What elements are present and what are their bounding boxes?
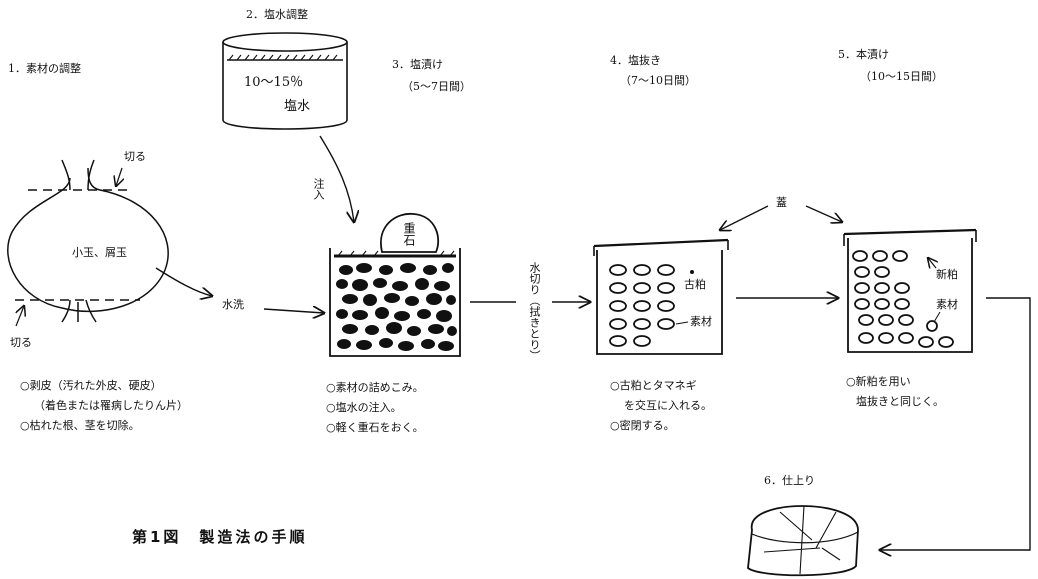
material-label-step4: 素材 [690, 315, 712, 329]
step4-title: 4．塩抜き [610, 54, 661, 68]
material-4-leader [676, 322, 688, 324]
step3-note-1: ○素材の詰めこみ。 [326, 378, 424, 398]
onion-drawing [8, 160, 168, 322]
step4-note-1: ○古粕とタマネギ [610, 376, 712, 396]
weight-label: 重石 [402, 222, 416, 246]
step1-note-3: ○枯れた根、茎を切除。 [20, 416, 188, 436]
packed-onions [336, 263, 457, 351]
step3-period: （5～7日間） [402, 80, 471, 94]
brine-concentration: 10～15％ [244, 76, 303, 90]
step1-note-2: （着色または罹病したりん片） [20, 396, 188, 416]
step3-note-3: ○軽く重石をおく。 [326, 418, 424, 438]
step4-note-3: ○密閉する。 [610, 416, 712, 436]
step5-note-1: ○新粕を用い [846, 372, 944, 392]
lid-label: 蓋 [776, 196, 787, 210]
lid-arrow-left [720, 206, 768, 230]
cut-label-top: 切る [124, 150, 146, 164]
cut-lines [15, 190, 140, 300]
to-finish-arrow [880, 298, 1030, 550]
old-lees-dot [690, 270, 694, 274]
desalting-onions [610, 265, 674, 346]
drain-label: 水切り（拭きとり） [528, 262, 540, 361]
step4-notes: ○古粕とタマネギ を交互に入れる。 ○密閉する。 [610, 376, 712, 436]
material-5-leader [934, 312, 940, 322]
step5-period: （10～15日間） [860, 70, 943, 84]
step5-notes: ○新粕を用い 塩抜きと同じく。 [846, 372, 944, 412]
cut-label-bottom: 切る [10, 336, 32, 350]
step2-title: 2．塩水調整 [246, 8, 308, 22]
finished-product [748, 506, 858, 575]
step3-title: 3．塩漬け [392, 58, 443, 72]
step1-title: 1．素材の調整 [8, 62, 81, 76]
pour-label: 注入 [312, 178, 324, 200]
wash-to-tank-arrow [264, 309, 324, 313]
step4-note-2: を交互に入れる。 [610, 396, 712, 416]
step5-title: 5．本漬け [838, 48, 889, 62]
old-lees-label: 古粕 [684, 278, 706, 292]
cut-bottom-arrow [16, 306, 24, 326]
step1-note-1: ○剥皮（汚れた外皮、硬皮） [20, 376, 188, 396]
lid-arrow-right [806, 206, 842, 222]
step3-notes: ○素材の詰めこみ。 ○塩水の注入。 ○軽く重石をおく。 [326, 378, 424, 438]
wash-label: 水洗 [222, 298, 244, 312]
cut-top-arrow [116, 168, 122, 186]
step5-note-2: 塩抜きと同じく。 [846, 392, 944, 412]
pour-arrow [320, 136, 354, 222]
step3-note-2: ○塩水の注入。 [326, 398, 424, 418]
new-lees-leader [928, 258, 936, 268]
onion-label: 小玉、屑玉 [72, 246, 127, 260]
new-lees-label: 新粕 [936, 268, 958, 282]
figure-caption: 第1図 製造法の手順 [132, 530, 307, 544]
step6-title: 6．仕上り [764, 474, 815, 488]
material-label-step5: 素材 [936, 298, 958, 312]
step4-period: （7～10日間） [620, 74, 696, 88]
step1-notes: ○剥皮（汚れた外皮、硬皮） （着色または罹病したりん片） ○枯れた根、茎を切除。 [20, 376, 188, 436]
brine-liquid: 塩水 [284, 100, 310, 114]
